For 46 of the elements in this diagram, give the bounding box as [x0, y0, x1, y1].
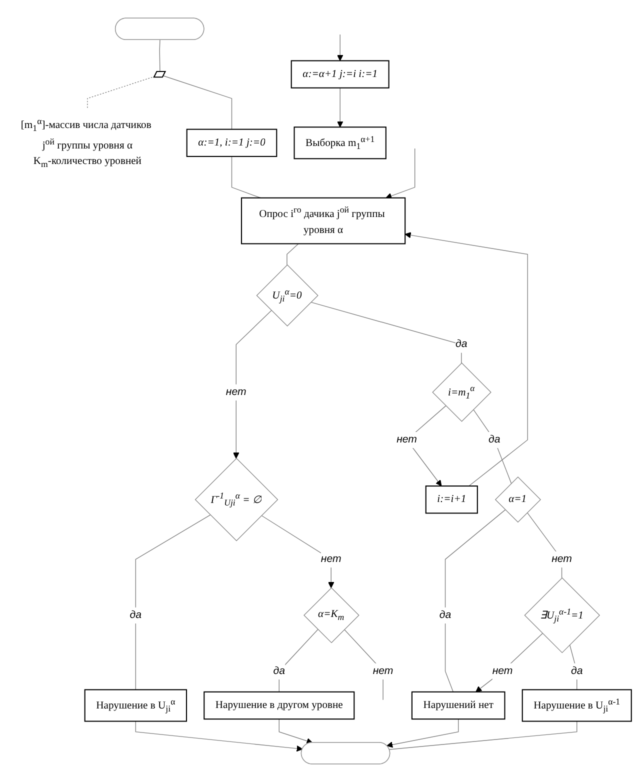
connector [526, 512, 562, 578]
connector [135, 514, 211, 690]
node-box: Опрос i$^{го}$ дачика j$^{ой}$ группы уровня α [240, 197, 406, 244]
edge-label: нет [320, 552, 342, 565]
edge-label: да [488, 433, 500, 446]
connector [444, 509, 506, 692]
edge-label: нет [372, 664, 394, 677]
connector [278, 629, 318, 692]
node-diamond: α=K$_{m}$ [304, 587, 360, 644]
arrow [261, 515, 334, 588]
arrow [337, 88, 344, 128]
connector [344, 629, 384, 700]
edge-label: нет [552, 552, 572, 565]
connector [310, 302, 462, 364]
arrow [386, 718, 459, 748]
edge-label: да [130, 608, 142, 621]
node-text: [m$_{1}$$^{α}$]-массив числа датчиков j$^{ой}$ группы уровня α K$_{m}$-количество уровней [20, 116, 152, 170]
edge-label: нет [226, 386, 246, 398]
connector [159, 40, 160, 72]
edge-label: да [273, 664, 285, 677]
arrow [233, 310, 272, 459]
connector [389, 720, 578, 750]
arrow [404, 232, 528, 486]
edge-label: да [439, 608, 452, 621]
edge-label: да [456, 338, 468, 350]
node-diamond: U$_{ji}$$^{α}$=0 [256, 264, 318, 327]
arrow [278, 718, 313, 744]
node-box: α:=1, i:=1 j:=0 [186, 128, 278, 157]
connector [286, 243, 299, 266]
connector [472, 409, 512, 484]
node-box: Нарушение в другом уровне [204, 691, 355, 720]
edge-label: да [570, 664, 583, 677]
arrow [135, 720, 303, 752]
connector [569, 644, 578, 690]
edge-label: нет [396, 433, 417, 446]
node-box: α:=α+1 j:=i i:=1 [290, 60, 390, 88]
arrow [386, 148, 416, 199]
connector [163, 76, 232, 130]
node-diamond: α=1 [494, 476, 542, 523]
node-diamond: ∃U$_{ji}$$^{α-1}$=1 [524, 577, 600, 654]
arrow [476, 633, 543, 692]
node-box: i:=i+1 [425, 486, 478, 514]
edge-label: нет [492, 664, 513, 677]
node-box: Нарушений нет [411, 691, 506, 720]
arrow [337, 34, 344, 62]
node-parallelogram [153, 70, 166, 78]
